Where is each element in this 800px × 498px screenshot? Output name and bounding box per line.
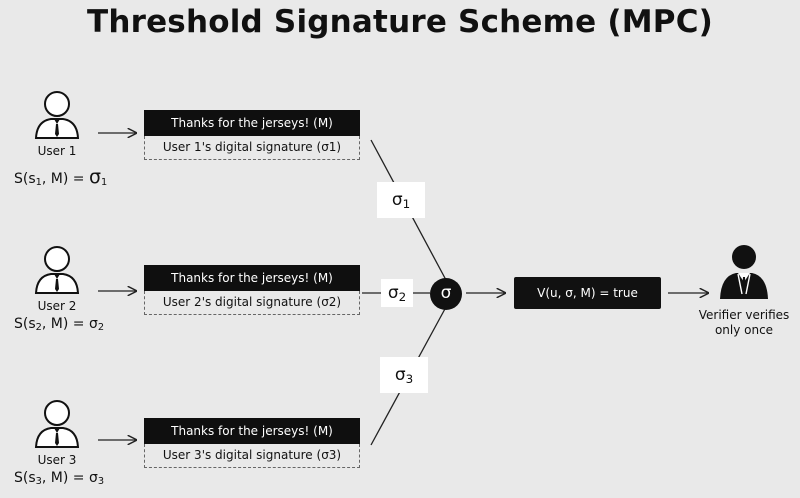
user-icon [34,91,80,139]
verification-box: V(u, σ, M) = true [514,277,661,309]
signing-formula-2: S(s2, M) = σ2 [14,316,105,334]
message-text: Thanks for the jerseys! (M) [144,265,360,291]
aggregate-signature-node: σ [430,278,462,310]
digital-signature-label: User 2's digital signature (σ2) [144,291,360,315]
page-title: Threshold Signature Scheme (MPC) [86,4,714,40]
user-label: User 3 [37,453,77,467]
user-2: User 2 [12,243,102,313]
partial-signature-1: σ1 [377,182,425,218]
user-1: User 1 [12,88,102,158]
signing-formula-1: S(s1, M) = σ1 [14,166,108,189]
user-label: User 2 [37,299,77,313]
signing-formula-3: S(s3, M) = σ3 [14,470,105,488]
digital-signature-label: User 3's digital signature (σ3) [144,444,360,468]
message-text: Thanks for the jerseys! (M) [144,110,360,136]
user-icon [34,246,80,294]
verifier-label: Verifier verifies only once [698,308,790,337]
message-card-1: Thanks for the jerseys! (M) User 1's dig… [144,110,360,160]
partial-signature-2: σ2 [381,279,413,307]
message-text: Thanks for the jerseys! (M) [144,418,360,444]
message-card-3: Thanks for the jerseys! (M) User 3's dig… [144,418,360,468]
verifier-icon [720,245,768,299]
user-label: User 1 [37,144,77,158]
user-icon [34,400,80,448]
user-3: User 3 [12,397,102,467]
partial-signature-3: σ3 [380,357,428,393]
message-card-2: Thanks for the jerseys! (M) User 2's dig… [144,265,360,315]
digital-signature-label: User 1's digital signature (σ1) [144,136,360,160]
